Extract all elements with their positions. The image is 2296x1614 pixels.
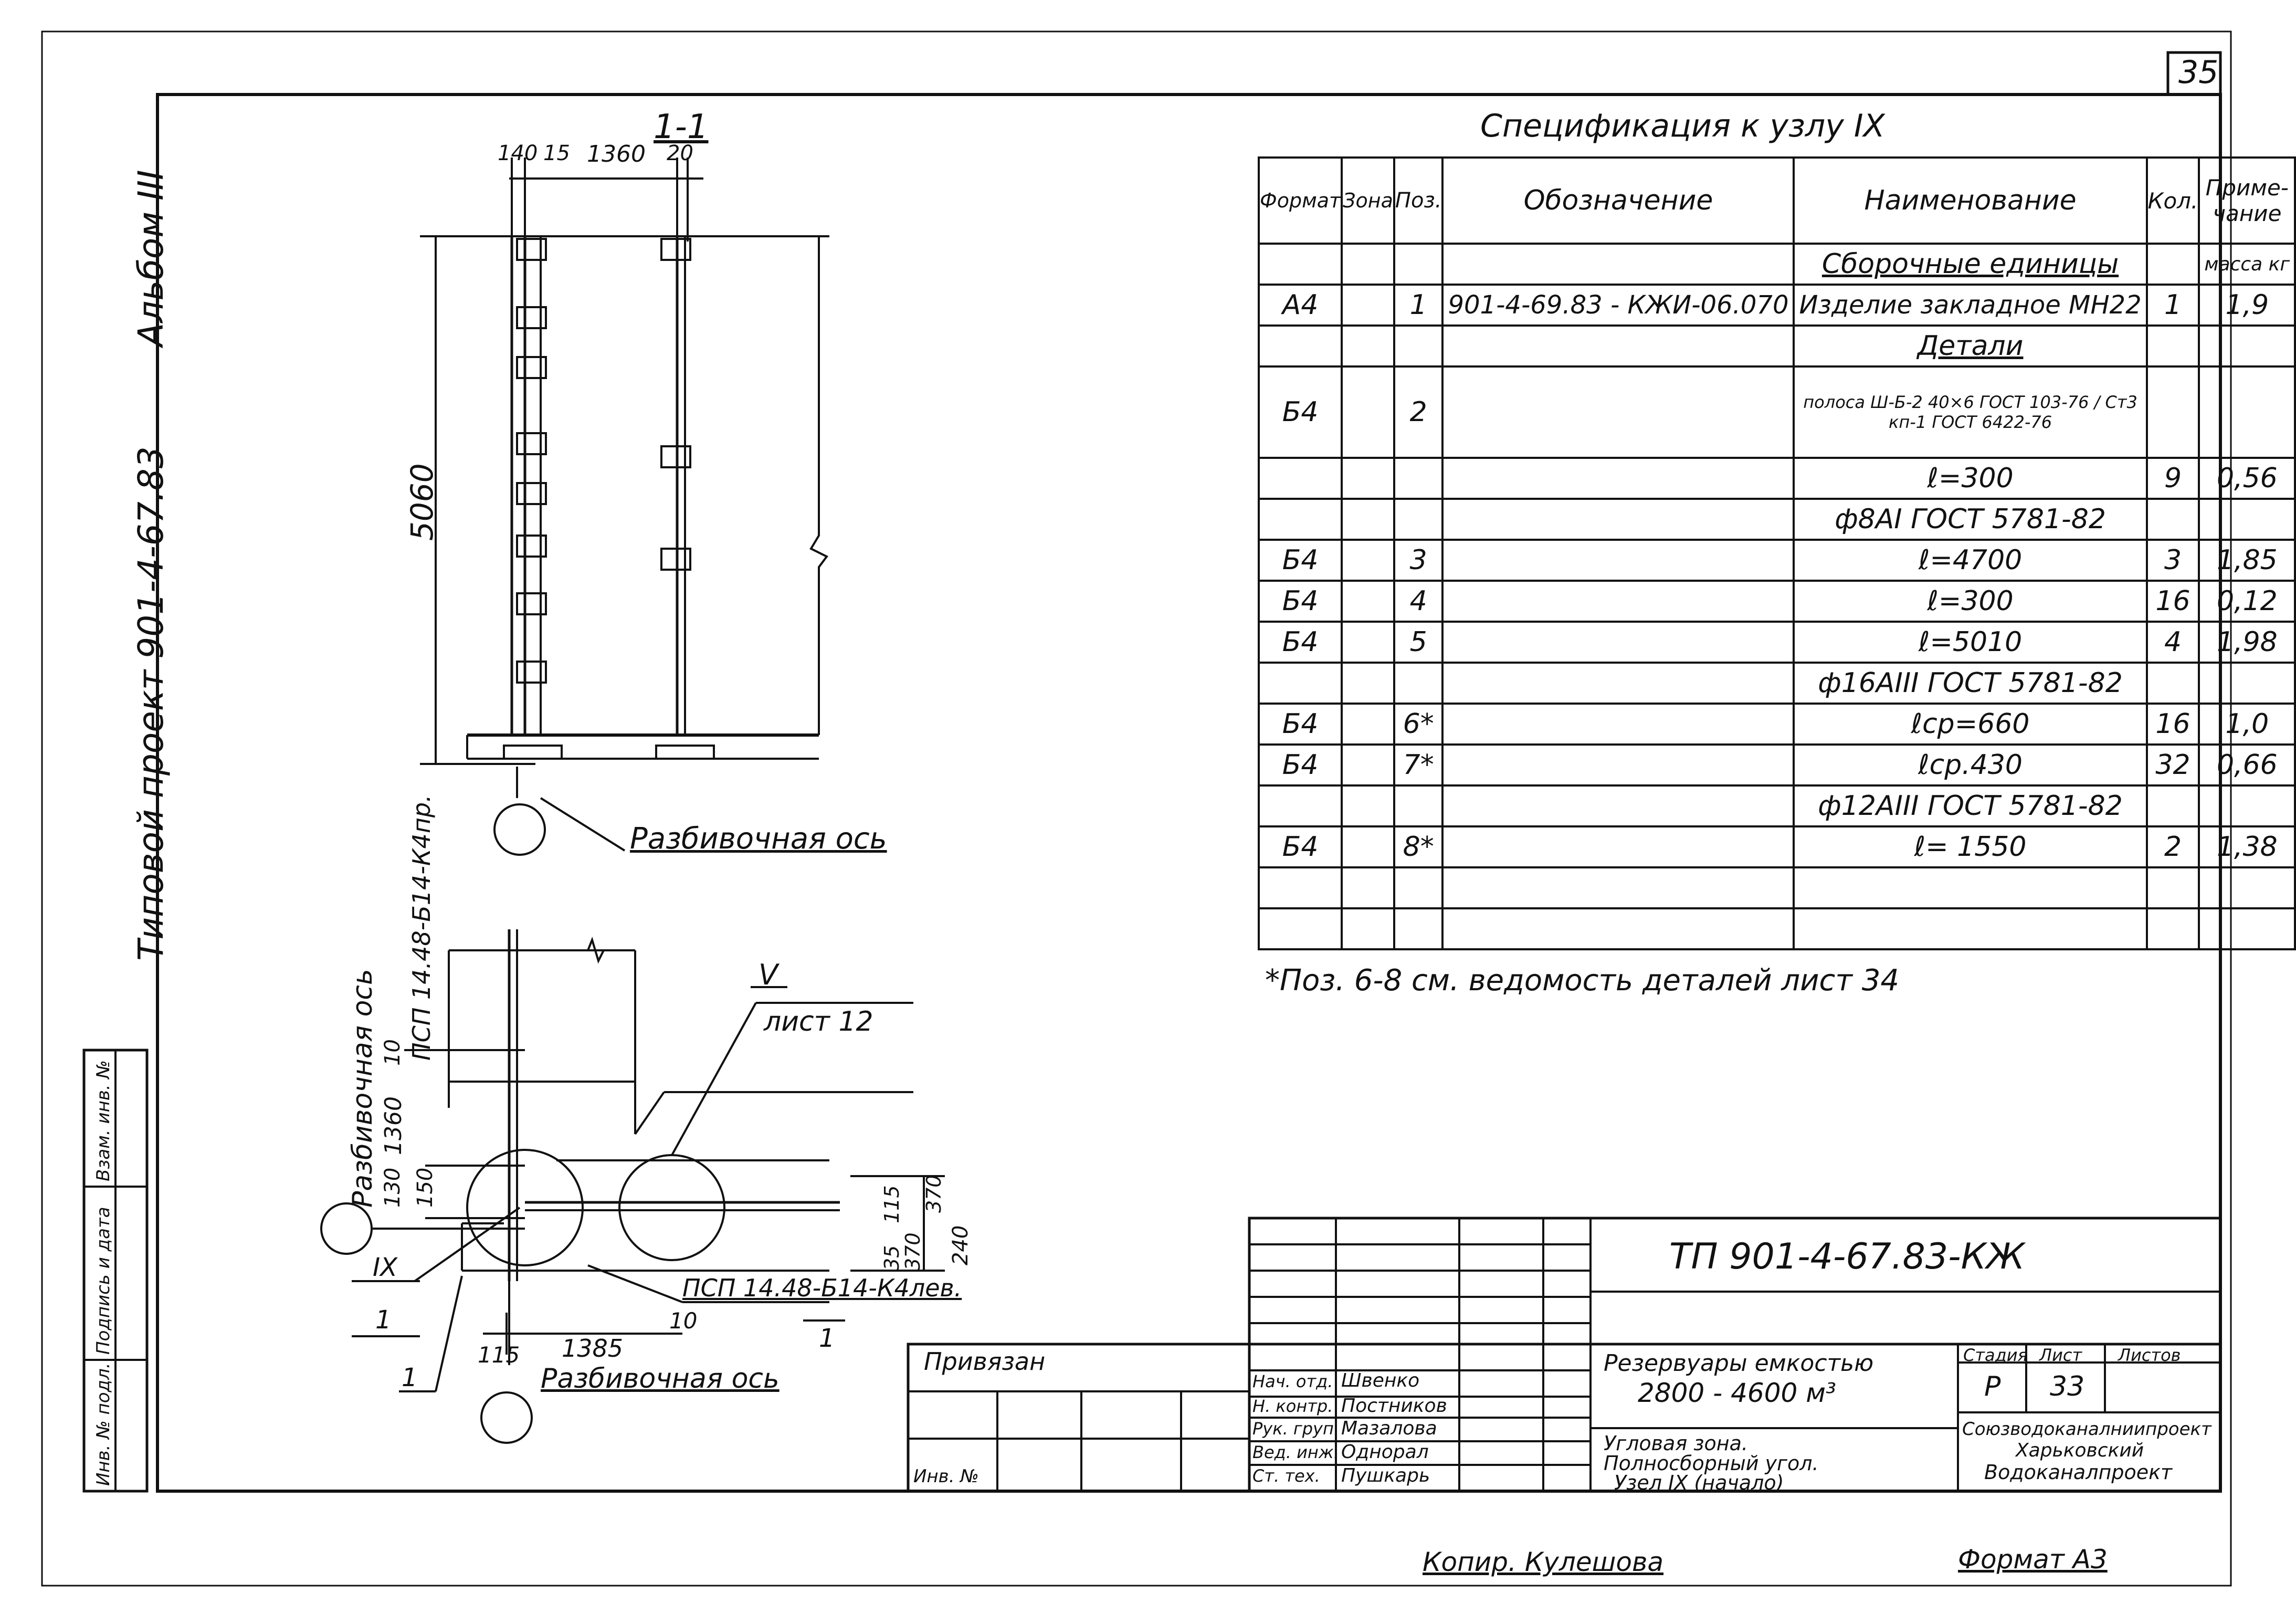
plan-dim-bottom-1385: 1385	[562, 1334, 624, 1363]
spec-header-name: Наименование	[1793, 156, 2148, 245]
tb-sheet-3: Узел IX (начало)	[1614, 1471, 1784, 1494]
section-dim-1360: 1360	[587, 141, 646, 167]
plan-dim-240: 240	[949, 1225, 973, 1265]
section-dim-140: 140	[498, 141, 538, 165]
plan-panel-right: ПСП 14.48-Б14-К4лев.	[682, 1274, 962, 1302]
spec-row: ф16АIII ГОСТ 5781-82	[1257, 662, 2296, 705]
spec-header-format: Формат	[1257, 156, 1343, 245]
tb-sheet-2: Полносборный угол.	[1604, 1452, 1819, 1475]
tb-stage: Р	[1984, 1371, 2001, 1402]
plan-axis-bottom: Разбивочная ось	[541, 1363, 780, 1395]
plan-node-v: V	[759, 958, 778, 991]
section-axis-label: Разбивочная ось	[630, 822, 887, 856]
page-number: 35	[2178, 54, 2219, 91]
plan-section-mark-right: 1	[819, 1324, 835, 1353]
plan-dim-130: 130	[381, 1167, 405, 1208]
page-number-box	[2166, 51, 2222, 96]
format-note: Формат А3	[1958, 1544, 2108, 1575]
stamp-sign-date: Подпись и дата	[93, 1207, 114, 1355]
spec-row	[1257, 866, 2296, 909]
plan-sheet-ref: лист 12	[764, 1006, 873, 1037]
section-title: 1-1	[654, 108, 709, 146]
plan-node-ix: IX	[373, 1253, 398, 1282]
spec-table: Формат Зона Поз. Обозначение Наименовани…	[1257, 156, 2296, 950]
tb-role-3: Вед. инж.	[1252, 1442, 1339, 1462]
tb-org-2: Харьковский	[2016, 1440, 2144, 1461]
tb-subject-1: Резервуары емкостью	[1604, 1350, 1874, 1377]
spec-header-pos: Поз.	[1393, 156, 1444, 245]
spec-footnote: *Поз. 6-8 см. ведомость деталей лист 34	[1265, 963, 1900, 998]
plan-panel-top: ПСП 14.48-Б14-К4пр.	[407, 794, 436, 1061]
tb-name-4: Пушкарь	[1341, 1465, 1430, 1486]
section-dim-15: 15	[543, 141, 570, 165]
tb-name-0: Швенко	[1341, 1370, 1420, 1391]
stamp-inv-replace: Взам. инв. №	[93, 1060, 114, 1181]
tb-org-1: Союзводоканалниипроект	[1962, 1419, 2211, 1440]
spec-row: Детали	[1257, 324, 2296, 368]
tb-code: ТП 901-4-67.83-КЖ	[1669, 1236, 2025, 1277]
plan-pos-label: 1	[402, 1363, 418, 1392]
tb-stage-h: Стадия	[1963, 1345, 2028, 1365]
plan-dim-35: 35	[880, 1245, 903, 1271]
plan-dim-bottom-115: 115	[478, 1342, 520, 1368]
plan-dim-370b: 370	[901, 1232, 924, 1271]
tb-name-2: Мазалова	[1341, 1418, 1437, 1439]
tb-name-3: Однорал	[1341, 1441, 1429, 1463]
tb-sheet-h: Лист	[2039, 1345, 2082, 1365]
copied-by: Копир. Кулешова	[1423, 1547, 1664, 1577]
tb-org-3: Водоканалпроект	[1984, 1461, 2173, 1484]
spec-row: Сборочные единицы масса кг	[1257, 243, 2296, 286]
tb-subject-2: 2800 - 4600 м³	[1638, 1378, 1836, 1408]
plan-dim-1360: 1360	[380, 1096, 407, 1155]
tb-role-2: Рук. груп.	[1252, 1419, 1340, 1439]
tb-role-1: Н. контр.	[1252, 1396, 1333, 1416]
tb-name-1: Постников	[1341, 1395, 1447, 1417]
stamp-inv-orig: Инв. № подл.	[93, 1363, 114, 1486]
spec-title: Спецификация к узлу IX	[1480, 108, 1885, 144]
tb-sheet-1: Угловая зона.	[1604, 1432, 1748, 1455]
spec-row: ф12АIII ГОСТ 5781-82	[1257, 784, 2296, 827]
plan-dim-bottom-10: 10	[669, 1308, 698, 1334]
plan-dim-370: 370	[922, 1175, 945, 1213]
spec-row: ф8АI ГОСТ 5781-82	[1257, 498, 2296, 541]
plan-dim-150: 150	[413, 1167, 437, 1208]
spec-header-note: Приме-чание	[2198, 156, 2296, 245]
tb-role-0: Нач. отд.	[1252, 1371, 1333, 1391]
project-label: Типовой проект 901-4-67.83	[131, 446, 171, 961]
spec-header-zone: Зона	[1341, 156, 1395, 245]
section-dim-20: 20	[667, 141, 693, 165]
album-label: Альбом III	[131, 170, 171, 347]
spec-row	[1257, 907, 2296, 950]
tb-tied: Привязан	[924, 1347, 1046, 1376]
plan-axis-vertical: Разбивочная ось	[347, 969, 378, 1208]
spec-header-designation: Обозначение	[1441, 156, 1795, 245]
spec-header-qty: Кол.	[2145, 156, 2200, 245]
tb-inv-no: Инв. №	[913, 1466, 979, 1487]
tb-sheet: 33	[2050, 1371, 2085, 1402]
tb-role-4: Ст. тех.	[1252, 1466, 1320, 1486]
plan-dim-10: 10	[381, 1039, 405, 1066]
plan-dim-115: 115	[880, 1185, 903, 1223]
tb-sheets-h: Листов	[2118, 1345, 2181, 1365]
plan-section-mark-left: 1	[375, 1305, 392, 1335]
section-height: 5060	[404, 463, 440, 541]
